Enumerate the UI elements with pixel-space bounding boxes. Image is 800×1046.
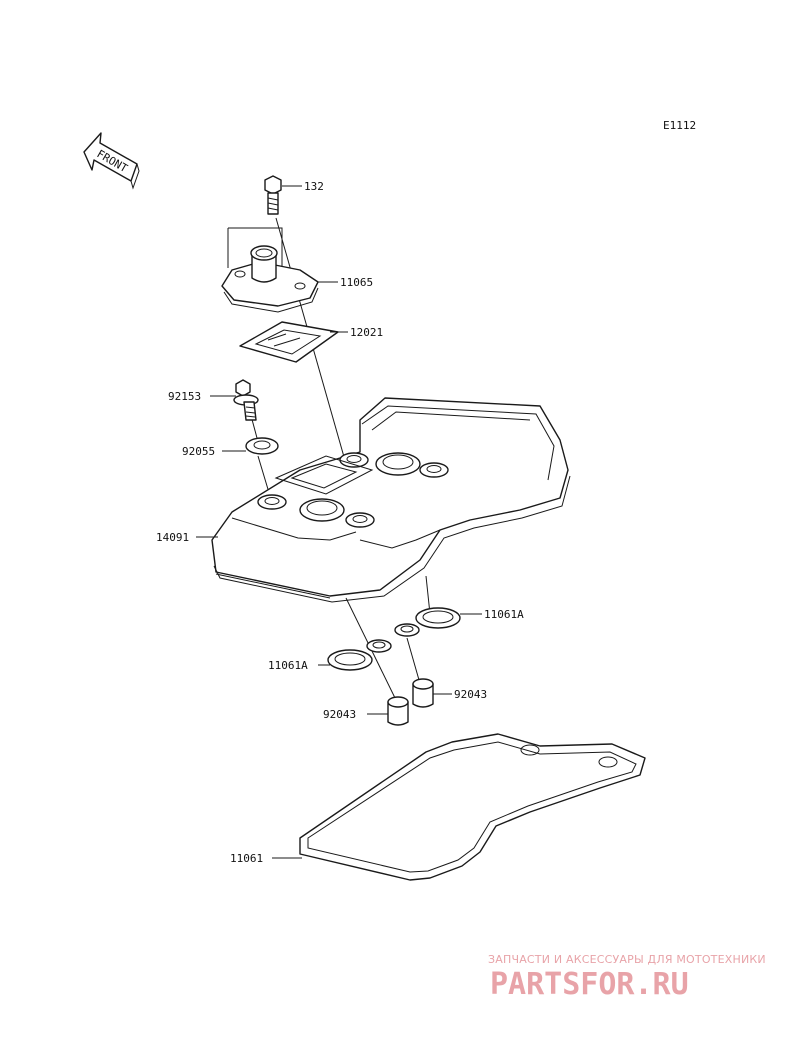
callout-92043-right: 92043	[454, 688, 487, 701]
callout-132: 132	[304, 180, 324, 193]
callout-12021: 12021	[350, 326, 383, 339]
watermark-brand: PARTSFOR.RU	[490, 967, 689, 1002]
watermark-tagline: ЗАПЧАСТИ И АКСЕССУАРЫ ДЛЯ МОТОТЕХНИКИ	[488, 953, 766, 966]
washer-92055	[245, 437, 279, 455]
plug-gaskets-11061a	[327, 607, 461, 671]
leader-lines	[196, 185, 482, 859]
plate-12021	[239, 321, 339, 363]
diagram-code: E1112	[663, 119, 696, 132]
callout-92043-left: 92043	[323, 708, 356, 721]
front-arrow-icon: FRONT	[83, 132, 140, 190]
breather-cover-11065	[221, 245, 319, 313]
bolt-132	[264, 175, 282, 215]
callout-11061a-right: 11061A	[484, 608, 524, 621]
callout-92153: 92153	[168, 390, 201, 403]
callout-11065: 11065	[340, 276, 373, 289]
callout-92055: 92055	[182, 445, 215, 458]
dowel-pins-92043	[387, 678, 434, 726]
callout-11061: 11061	[230, 852, 263, 865]
head-cover-gasket-11061	[299, 733, 646, 881]
cylinder-head-cover-14091	[211, 397, 571, 603]
callout-14091: 14091	[156, 531, 189, 544]
bolt-92153	[233, 379, 259, 421]
callout-11061a-left: 11061A	[268, 659, 308, 672]
